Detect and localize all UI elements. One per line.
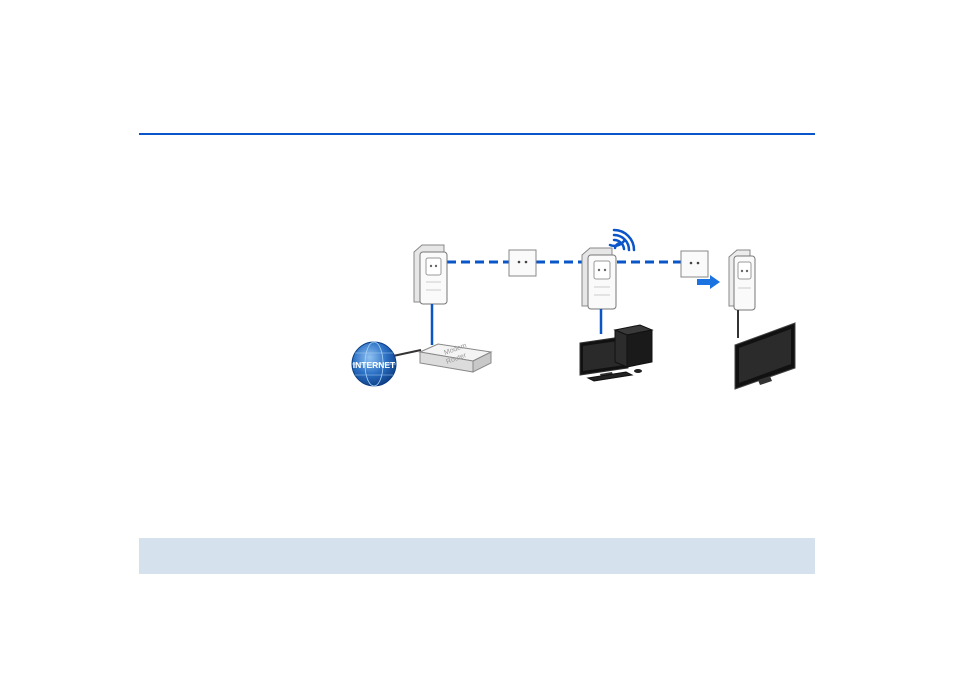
header-rule bbox=[139, 133, 815, 135]
router-internet-cable bbox=[392, 349, 422, 357]
wall-socket-icon bbox=[680, 250, 709, 278]
tv-icon bbox=[734, 322, 796, 390]
router-icon: Modem Router bbox=[418, 342, 493, 373]
internet-globe-icon: INTERNET bbox=[351, 341, 397, 387]
powerline-adapter-icon bbox=[413, 244, 448, 305]
note-band bbox=[139, 538, 815, 574]
plug-in-arrow-icon bbox=[697, 275, 720, 289]
desktop-pc-icon bbox=[579, 324, 654, 382]
powerline-adapter-icon bbox=[728, 249, 756, 311]
powerline-adapter-icon bbox=[581, 247, 617, 310]
wall-socket-icon bbox=[508, 249, 537, 277]
internet-label: INTERNET bbox=[353, 360, 396, 370]
wifi-signal-icon bbox=[608, 228, 636, 252]
